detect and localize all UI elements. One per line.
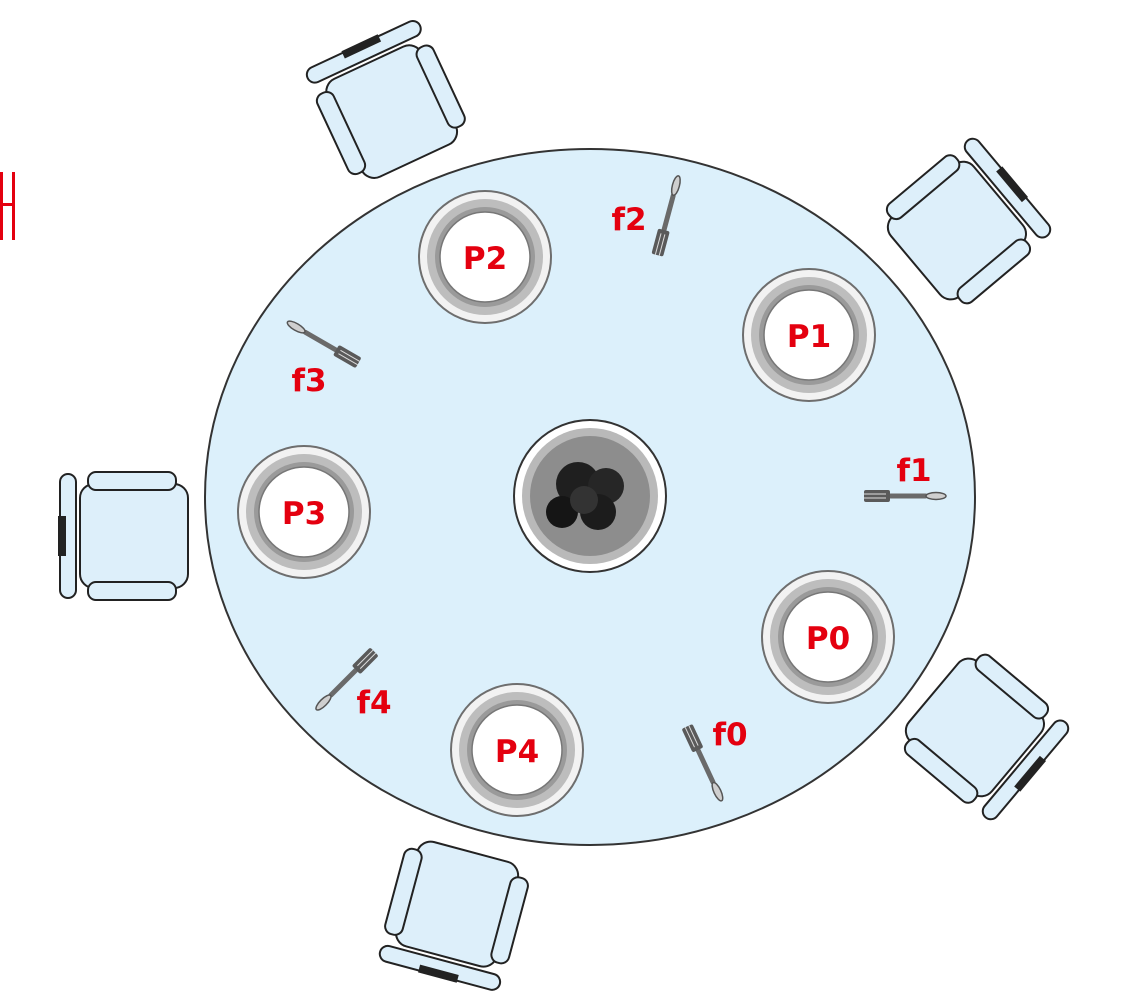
- philosopher-label-p1: P1: [787, 319, 831, 355]
- fork-label-f2: f2: [611, 202, 646, 238]
- philosopher-label-p0: P0: [806, 621, 850, 657]
- chair-icon: [873, 131, 1058, 316]
- philosopher-label-p4: P4: [495, 734, 539, 770]
- fork-label-f0: f0: [712, 717, 747, 753]
- fork-label-f1: f1: [896, 453, 931, 489]
- chair-icon: [300, 14, 474, 189]
- philosopher-label-p2: P2: [463, 241, 507, 277]
- edge-mark: [0, 172, 15, 240]
- fork-label-f3: f3: [291, 363, 326, 399]
- fork-label-f4: f4: [356, 685, 391, 721]
- chair-icon: [57, 471, 189, 601]
- rice-bowl-icon: [513, 419, 667, 573]
- chair-icon: [374, 834, 534, 996]
- philosopher-label-p3: P3: [282, 496, 326, 532]
